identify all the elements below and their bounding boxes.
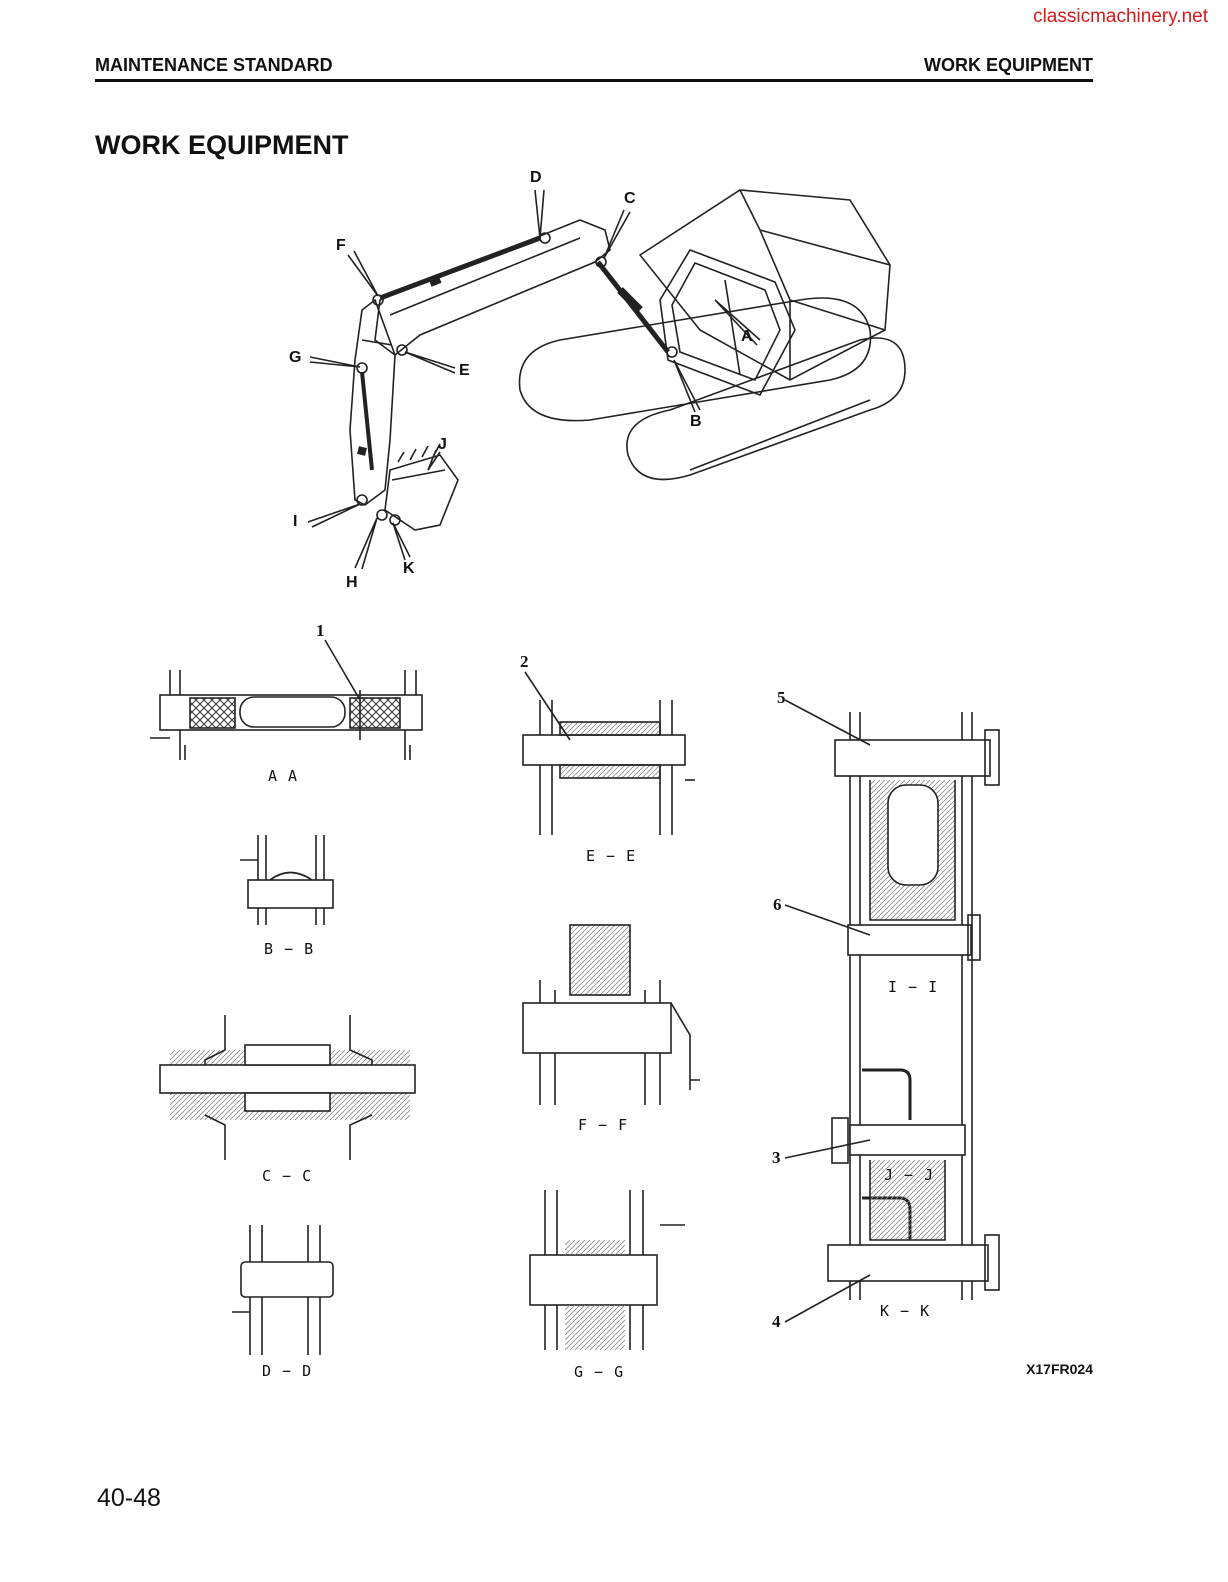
label-section-b-b: B − B — [264, 940, 314, 958]
callout-g: G — [289, 349, 301, 367]
section-e-e — [523, 700, 695, 835]
label-section-d-d: D − D — [262, 1362, 312, 1380]
callout-h: H — [346, 574, 358, 592]
section-b-b — [240, 835, 333, 925]
callout-k: K — [403, 560, 415, 578]
excavator-drawing — [308, 190, 905, 569]
callout-c: C — [624, 190, 636, 208]
callout-j: J — [438, 436, 447, 454]
part-number-4: 4 — [772, 1312, 781, 1332]
callout-b: B — [690, 413, 702, 431]
part-number-3: 3 — [772, 1148, 781, 1168]
label-section-k-k: K − K — [880, 1302, 930, 1320]
callout-d: D — [530, 169, 542, 187]
label-section-f-f: F − F — [578, 1116, 628, 1134]
label-section-j-j: J − J — [884, 1166, 934, 1184]
callout-a: A — [741, 328, 753, 346]
section-g-g — [530, 1190, 685, 1350]
callout-f: F — [336, 237, 346, 255]
label-section-e-e: E − E — [586, 847, 636, 865]
section-d-d — [232, 1225, 333, 1355]
callout-e: E — [459, 362, 470, 380]
label-section-i-i: I − I — [888, 978, 938, 996]
label-section-c-c: C − C — [262, 1167, 312, 1185]
section-a-a — [150, 670, 422, 760]
callout-i: I — [293, 513, 297, 531]
figure-code: X17FR024 — [1026, 1361, 1093, 1377]
page-number: 40-48 — [97, 1484, 161, 1513]
part-number-1: 1 — [316, 621, 325, 641]
section-c-c — [160, 1015, 415, 1160]
section-f-f — [523, 925, 700, 1105]
part-number-6: 6 — [773, 895, 782, 915]
part-number-5: 5 — [777, 688, 786, 708]
label-section-g-g: G − G — [574, 1363, 624, 1381]
part-number-2: 2 — [520, 652, 529, 672]
label-section-a-a: A A — [268, 767, 298, 785]
